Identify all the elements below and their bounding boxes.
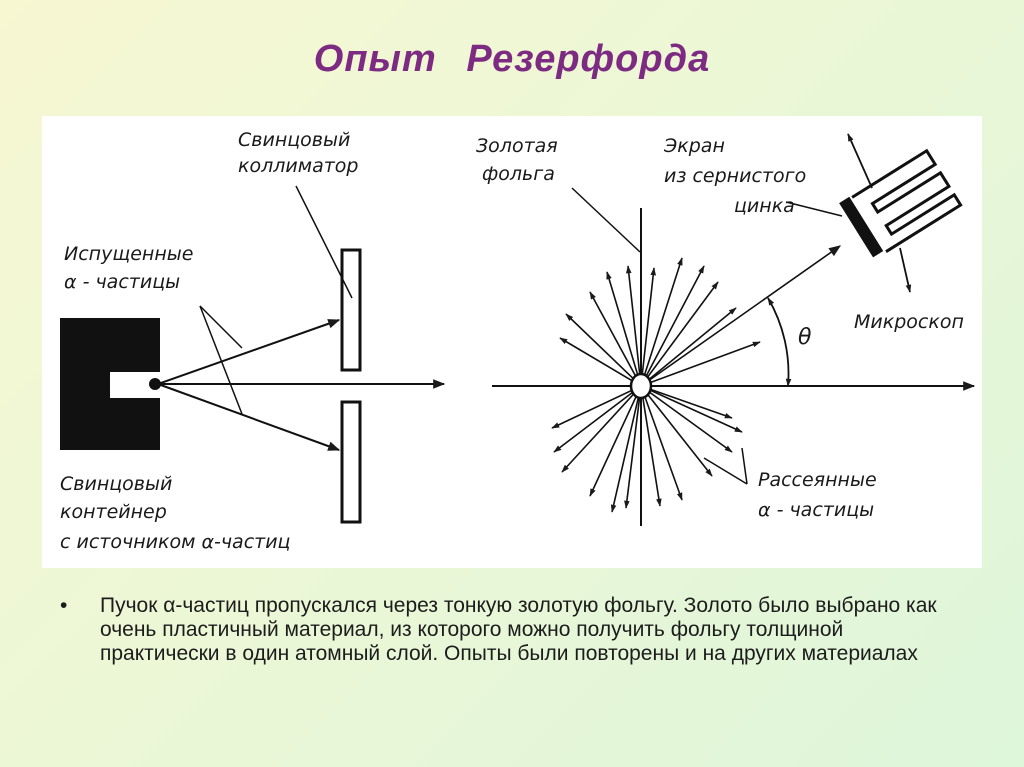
beam-upper [157,319,341,385]
scattered-leader-2 [741,447,748,485]
label-container-1: Свинцовый [60,473,172,495]
label-screen-1: Экран [663,135,725,157]
collimator-leader [295,185,353,299]
label-scattered-1: Рассеянные [758,469,877,491]
emitted-leader-2 [199,305,243,415]
label-screen-3: цинка [734,195,795,217]
label-foil-1: Золотая [476,135,558,157]
label-theta: θ [798,325,812,350]
diagram-svg: Свинцовый коллиматор Испущенные α - част… [60,129,976,553]
label-emitted-2: α - частицы [64,271,180,293]
rutherford-diagram: Свинцовый коллиматор Испущенные α - част… [42,116,982,568]
emitted-leader-1 [199,305,243,349]
collimator-lower-plate [340,400,362,524]
scattered-leader-1 [703,457,748,485]
label-container-3: с источником α-частиц [60,531,291,553]
theta-arc [767,297,792,387]
microscope-assembly [839,148,963,258]
caption-bullet: • [60,594,68,617]
label-collimator-1: Свинцовый [238,129,350,151]
beam-lower [157,383,341,451]
caption-text: Пучок α-частиц пропускался через тонкую … [100,594,937,665]
label-screen-2: из сернистого [664,165,806,187]
alpha-source [149,378,161,390]
rotate-arrow-up [847,133,873,189]
scattered-rays [551,245,841,513]
label-collimator-2: коллиматор [238,155,358,177]
microscope-tube [851,148,963,253]
rotate-arrow-down [899,247,912,293]
zns-screen [839,196,884,258]
foil-leader [571,187,641,253]
screen-leader [785,201,843,217]
collimator-upper-plate [340,248,362,372]
slide-title: Опыт Резерфорда [313,38,711,80]
label-container-2: контейнер [60,501,167,523]
label-emitted-1: Испущенные [64,243,193,265]
label-microscope: Микроскоп [854,311,964,333]
label-scattered-2: α - частицы [758,499,874,521]
label-foil-2: фольга [482,163,555,185]
lead-container [60,318,160,450]
foil-target [629,372,653,400]
